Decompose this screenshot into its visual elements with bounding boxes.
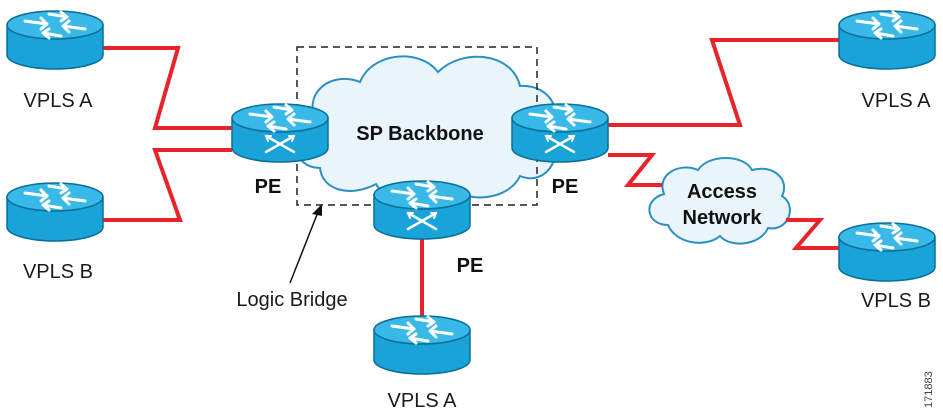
site-label-left-vpls-b: VPLS B [23, 261, 93, 283]
link-left-vpls-a [98, 46, 232, 130]
pe-router-icon [374, 181, 470, 239]
ce-router-icon [837, 221, 937, 283]
site-label-bottom-vpls-a: VPLS A [388, 390, 458, 410]
logic-bridge-pointer [289, 204, 322, 284]
access-network-label-line1: Access [687, 181, 757, 203]
pe-label-left: PE [255, 176, 282, 198]
pe-router-icon [232, 104, 328, 162]
link-right-access [608, 153, 662, 187]
link-right-vpls-a [608, 38, 840, 127]
site-label-right-vpls-b: VPLS B [861, 290, 931, 312]
pe-label-right: PE [552, 176, 579, 198]
logic-bridge-label: Logic Bridge [236, 289, 347, 311]
ce-router-icon [5, 181, 105, 243]
ce-router-icon [837, 9, 937, 71]
link-left-vpls-b [98, 148, 232, 222]
backbone-label: SP Backbone [356, 123, 483, 145]
pe-router-icon [512, 104, 608, 162]
access-network-cloud [648, 157, 791, 245]
attachment-circuits [98, 38, 843, 325]
site-label-left-vpls-a: VPLS A [24, 90, 94, 112]
figure-id: 171883 [923, 371, 935, 408]
pe-label-bottom: PE [457, 255, 484, 277]
access-network-label-line2: Network [683, 207, 763, 229]
ce-router-icon [372, 314, 472, 376]
link-access-vpls-b [786, 218, 843, 250]
site-label-right-vpls-a: VPLS A [862, 90, 932, 112]
ce-router-icon [5, 9, 105, 71]
